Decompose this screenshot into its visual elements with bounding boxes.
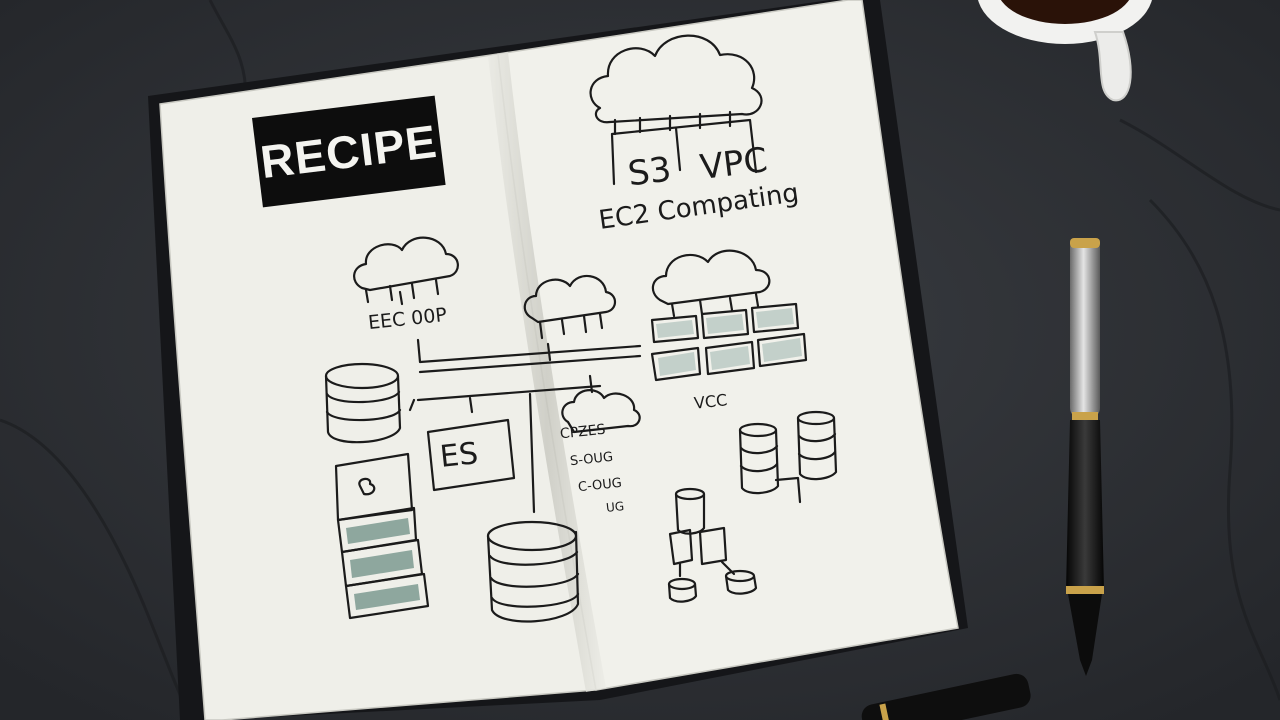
s3-label: S3 xyxy=(625,149,674,195)
cloud-top xyxy=(589,34,763,124)
server-rack-left xyxy=(334,452,430,620)
scribble-4: UG xyxy=(605,499,625,515)
node-cluster xyxy=(667,487,758,603)
cloud-right xyxy=(651,249,771,306)
coffee-cup xyxy=(978,0,1152,102)
cloud-left xyxy=(353,236,459,292)
database-stack-right xyxy=(738,410,838,504)
cloud-small xyxy=(561,389,641,434)
architecture-sketch xyxy=(324,34,838,623)
database-left xyxy=(324,362,402,444)
es-box xyxy=(426,418,516,492)
es-label: ES xyxy=(438,436,480,475)
cloud-middle xyxy=(523,275,617,324)
vpc-label: VPC xyxy=(697,140,770,188)
database-bottom xyxy=(486,520,580,623)
bottom-pen xyxy=(861,673,1031,720)
monitor-grid xyxy=(650,302,808,382)
fountain-pen xyxy=(1066,238,1104,676)
vcc-label: VCC xyxy=(693,390,729,413)
